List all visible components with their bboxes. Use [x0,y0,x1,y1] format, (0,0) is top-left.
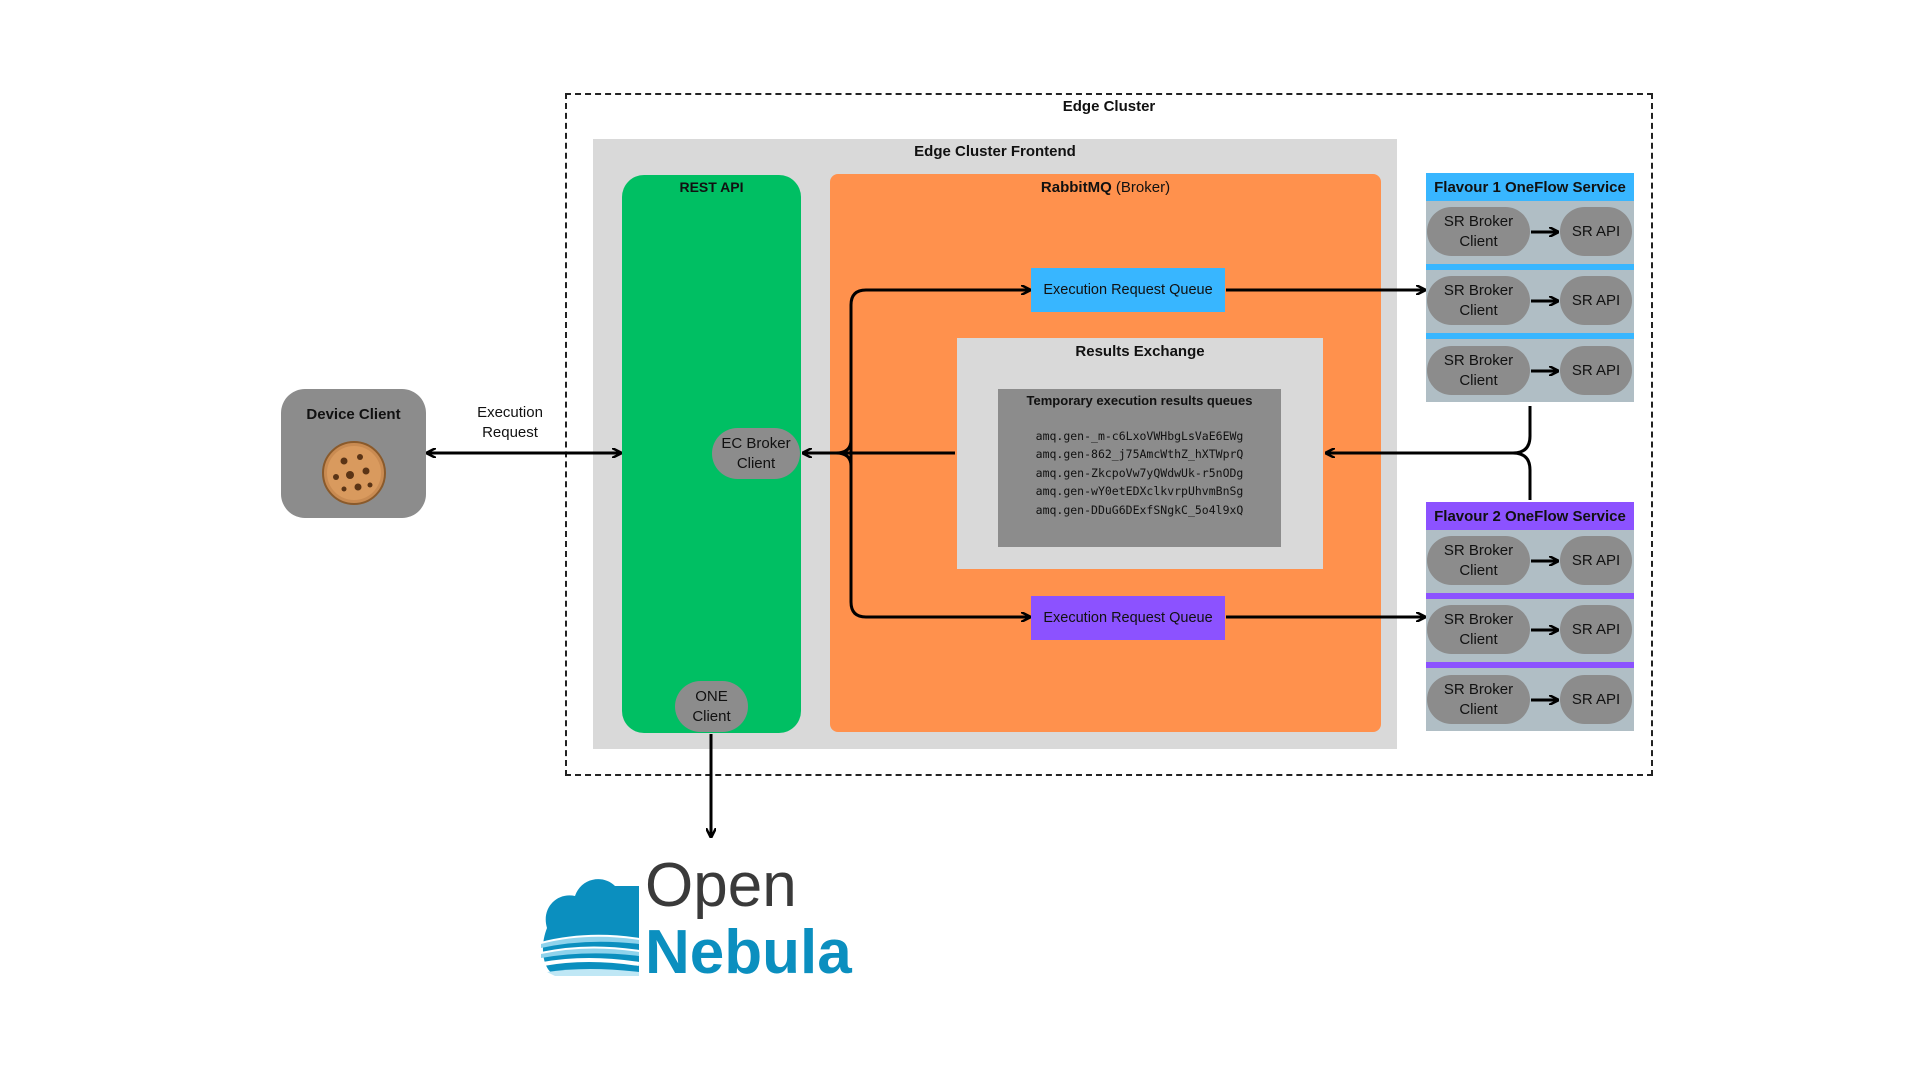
flavour2-row-divider [1426,593,1634,599]
sr-broker-client: SR Broker Client [1427,536,1530,585]
edge-cluster-title: Edge Cluster [1062,98,1156,115]
sr-broker-client: SR Broker Client [1427,346,1530,395]
flavour2-to-results-line [1512,451,1532,500]
edge-cluster-boundary [565,93,1653,776]
execution-request-queue-flavour1: Execution Request Queue [1031,268,1225,312]
cookie-icon [322,441,386,505]
temp-queue-name: amq.gen-DDuG6DExfSNgkC_5o4l9xQ [1035,503,1244,517]
temp-queue-name: amq.gen-ZkcpoVw7yQWdwUk-r5nODg [1035,466,1244,480]
sr-broker-client: SR Broker Client [1427,675,1530,724]
frontend-title: Edge Cluster Frontend [914,143,1076,160]
flavour2-service-title: Flavour 2 OneFlow Service [1426,502,1634,530]
sr-broker-client: SR Broker Client [1427,207,1530,256]
execution-request-label: Execution Request [477,404,543,441]
flavour2-row-divider [1426,662,1634,668]
flavour1-service-title: Flavour 1 OneFlow Service [1426,173,1634,201]
sr-api: SR API [1560,276,1632,325]
sr-api: SR API [1560,605,1632,654]
flavour1-to-results-arrow [1327,406,1532,453]
broker-curve [835,451,853,467]
sr-broker-client: SR Broker Client [1427,605,1530,654]
one-client: ONE Client [675,681,748,732]
rest-api-title: REST API [679,179,744,195]
sr-broker-client: SR Broker Client [1427,276,1530,325]
device-client-title: Device Client [306,406,401,423]
temp-queue-name: amq.gen-wY0etEDXclkvrpUhvmBnSg [1035,484,1244,498]
logo-text-nebula: Nebula [645,918,852,987]
temp-queue-name: amq.gen-_m-c6LxoVWHbgLsVaE6EWg [1035,429,1244,443]
sr-api: SR API [1560,207,1632,256]
rabbitmq-title: RabbitMQ (Broker) [830,179,1381,196]
rabbitmq-name: RabbitMQ [1040,179,1112,196]
flavour1-row-divider [1426,333,1634,339]
temporary-queues-title: Temporary execution results queues [1026,393,1253,408]
temp-queue-name: amq.gen-862_j75AmcWthZ_hXTWprQ [1035,447,1244,461]
sr-api: SR API [1560,346,1632,395]
broker-to-queue2-arrow [849,453,1029,617]
sr-api: SR API [1560,536,1632,585]
opennebula-logo: Open Nebula [540,851,852,987]
results-exchange-title: Results Exchange [1075,343,1205,360]
rabbitmq-role: (Broker) [1111,179,1171,196]
broker-to-queue1-arrow [849,290,1029,453]
sr-api: SR API [1560,675,1632,724]
execution-request-queue-flavour2: Execution Request Queue [1031,596,1225,640]
flavour1-row-divider [1426,264,1634,270]
broker-curve [835,439,853,455]
temporary-queues-box [998,389,1281,547]
ec-broker-client: EC Broker Client [712,428,800,479]
cloud-icon [540,879,640,976]
logo-text-open: Open [645,851,797,920]
